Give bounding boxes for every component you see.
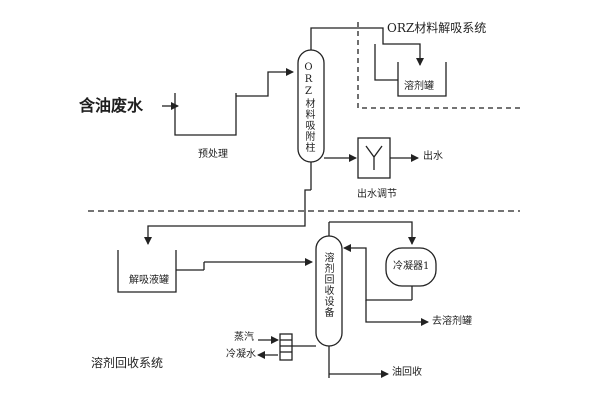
cooling-water-label: 冷凝水 (226, 349, 256, 360)
desorption-tank (117, 250, 177, 293)
oily-wastewater-label: 含油废水 (79, 96, 144, 115)
condenser-1 (385, 247, 437, 287)
reboiler (279, 333, 293, 361)
desorption-tank-label: 解吸液罐 (129, 275, 169, 286)
pretreatment-label: 预处理 (198, 149, 228, 160)
oil-recovery-label: 油回收 (392, 367, 422, 378)
condenser-1-label: 冷凝器1 (393, 261, 430, 272)
solvent-tank-top-label: 溶剂罐 (404, 81, 434, 92)
orz-adsorption-column-label: ORZ材料吸附柱 (303, 62, 314, 153)
outlet-water-label: 出水 (423, 151, 443, 162)
effluent-regulation-label: 出水调节 (357, 189, 397, 200)
orz-desorption-system-label: ORZ材料解吸系统 (387, 21, 487, 35)
desorption-line (310, 27, 424, 66)
solvent-tank-top (397, 62, 447, 97)
desorption-system-boundary (357, 22, 520, 109)
to-desorption-tank-line (144, 189, 311, 245)
to-solvent-tank-label: 去溶剂罐 (432, 316, 472, 327)
solvent-recovery-equipment-label: 溶剂回收设备 (322, 252, 333, 318)
pretreated-water-line (236, 68, 294, 97)
solvent-recovery-system-label: 溶剂回收系统 (91, 356, 164, 370)
pretreatment-tank (174, 93, 237, 136)
steam-label: 蒸汽 (234, 332, 254, 343)
